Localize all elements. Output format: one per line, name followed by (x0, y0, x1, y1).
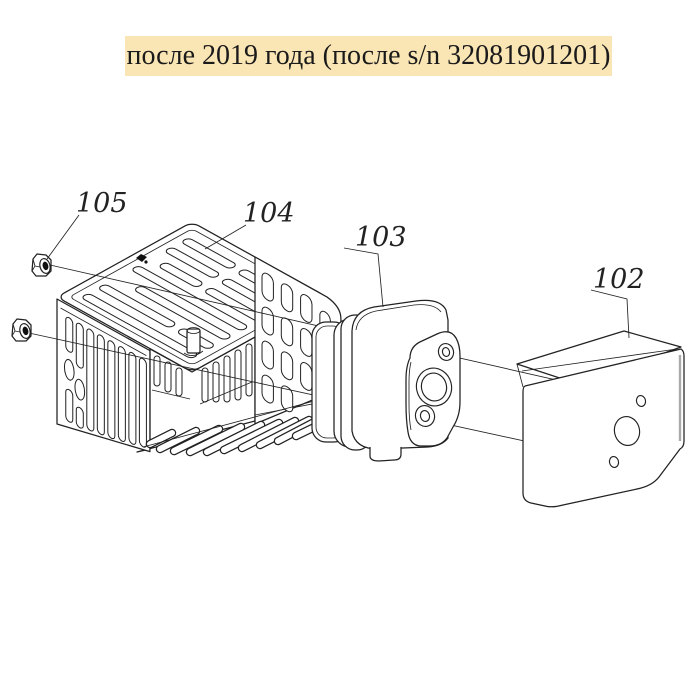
plate-bolt-hole-top (635, 395, 646, 408)
plate-face (523, 349, 684, 507)
muffler-bolt-boss-bottom (413, 404, 437, 429)
part-flange-nut-top (32, 254, 52, 276)
leader-105 (47, 215, 79, 259)
part-muffler (312, 300, 460, 461)
page-title: после 2019 года (после s/n 32081901201) (125, 36, 612, 76)
part-label-104: 104 (243, 198, 295, 229)
guard-recess-details (143, 328, 329, 453)
guard-boss-post (187, 329, 200, 353)
part-label-105: 105 (76, 188, 128, 219)
muffler-bolt-boss-top (437, 342, 456, 362)
plate-bolt-hole-bottom (608, 456, 619, 469)
muffler-exhaust-port (412, 364, 455, 409)
muffler-outlet-stub (370, 447, 401, 461)
plate-top-flange (517, 331, 681, 384)
leader-103 (344, 248, 383, 307)
part-flange-nut-bottom (12, 319, 32, 341)
leader-104 (205, 225, 246, 249)
part-label-103: 103 (355, 222, 407, 253)
guard-logo-mark (136, 254, 148, 264)
guard-shelf-louvers (150, 419, 327, 452)
part-heat-shield-plate (517, 331, 684, 507)
part-label-102: 102 (593, 264, 645, 295)
plate-center-hole (612, 414, 642, 448)
leader-102 (591, 290, 629, 338)
guard-left-wall (57, 299, 150, 476)
